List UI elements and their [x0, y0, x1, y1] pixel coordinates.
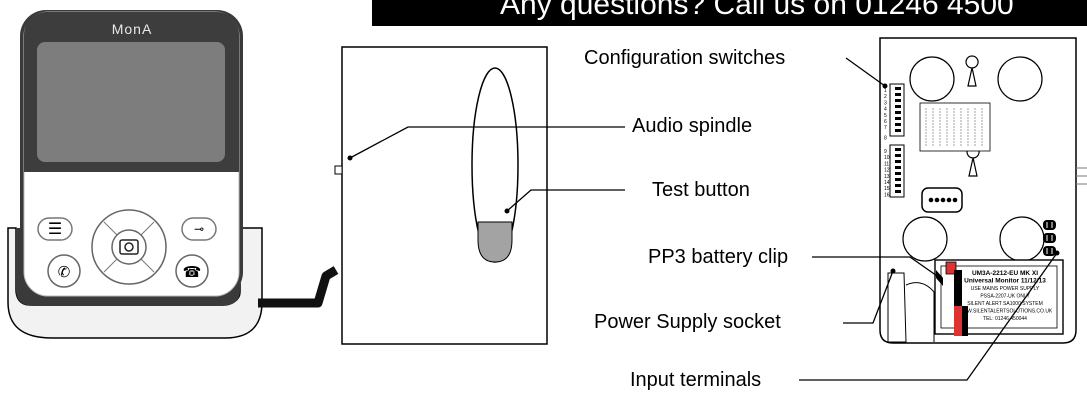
dip-switch-number: 12 — [884, 168, 890, 174]
leader-config-switches — [845, 57, 886, 87]
side-wires — [1076, 167, 1087, 185]
menu-icon: ☰ — [48, 219, 62, 238]
battery-label-line: Universal Monitor 11/12/13 — [964, 278, 1046, 285]
dip-switch-2[interactable] — [895, 93, 901, 96]
dip-switch-number: 9 — [884, 149, 887, 155]
input-terminals — [1043, 220, 1056, 256]
front-cover — [334, 46, 548, 345]
mount-hole-br — [999, 216, 1045, 262]
camera-icon — [119, 239, 139, 255]
leader-dots — [347, 83, 1060, 281]
dip-switch-number: 7 — [884, 125, 887, 131]
leader-audio-spindle — [349, 126, 625, 159]
dip-switch-4[interactable] — [895, 105, 901, 108]
dip-switch-13[interactable] — [895, 172, 901, 175]
menu-button[interactable] — [37, 217, 73, 241]
dip-switch-14[interactable] — [895, 178, 901, 181]
dip-switch-number: 5 — [884, 113, 887, 119]
dip-switch-10[interactable] — [895, 154, 901, 157]
power-socket-recess — [887, 272, 907, 343]
receiver-icon: ☎ — [183, 263, 202, 281]
dip-switch-number: 10 — [884, 155, 890, 161]
dip-switch-7[interactable] — [895, 123, 901, 126]
mount-hole-bl — [902, 216, 948, 262]
keyhole-top — [965, 55, 979, 87]
battery-label-line: UM3A-2212-EU MK XI — [972, 270, 1038, 277]
hangup-button[interactable] — [175, 254, 209, 288]
monitor-cable — [258, 266, 339, 308]
switch-legend-card — [919, 102, 991, 152]
dip-switch-number: 8 — [884, 135, 887, 141]
callout-test-button: Test button — [652, 179, 750, 201]
dip-switch-9[interactable] — [895, 148, 901, 151]
monitor-screen — [37, 42, 225, 162]
phone-icon: ✆ — [58, 263, 71, 281]
leader-test-button — [506, 189, 625, 212]
battery-label-line: USE MAINS POWER SUPPLY — [971, 286, 1040, 292]
talk-button[interactable] — [47, 254, 81, 288]
dip-switch-number: 6 — [884, 119, 887, 125]
dip-switch-number: 1 — [884, 88, 887, 94]
dip-switch-3[interactable] — [895, 99, 901, 102]
leader-power-socket — [843, 270, 894, 324]
test-button[interactable] — [477, 221, 513, 263]
dip-switch-11[interactable] — [895, 160, 901, 163]
dip-switch-number: 14 — [884, 180, 890, 186]
dip-switch-5[interactable] — [895, 111, 901, 114]
battery-label-line: SILENT ALERT SA1000 SYSTEM — [967, 301, 1043, 307]
dip-switch-number: 16 — [884, 192, 890, 198]
battery-label-line: TEL: 01246 450044 — [983, 316, 1027, 322]
key-icon: ⊸ — [194, 222, 204, 236]
dip-switch-number: 13 — [884, 174, 890, 180]
camera-button[interactable] — [111, 229, 147, 265]
cover-tab — [334, 165, 343, 175]
dip-switch-number: 2 — [884, 94, 887, 100]
dip-switch-number: 11 — [884, 161, 889, 167]
callout-battery-clip: PP3 battery clip — [648, 246, 789, 268]
mount-hole-tr — [997, 56, 1043, 102]
callout-power-socket: Power Supply socket — [594, 311, 781, 333]
battery-label-line: WWW.SILENTALERTSOLUTIONS.CO.UK — [958, 309, 1053, 315]
dip-switch-block-1[interactable] — [889, 83, 905, 137]
leader-lines — [349, 57, 1058, 381]
dip-switch-number: 3 — [884, 100, 887, 106]
video-monitor: MonA ☰ ⊸ ✆ ☎ — [7, 10, 339, 339]
callout-input-terminals: Input terminals — [630, 369, 762, 391]
mount-hole-tl — [909, 56, 955, 102]
brand-logo: MonA — [112, 21, 153, 37]
banner: Any questions? Call us on 01246 4500 — [372, 0, 1087, 26]
dip-switch-marks — [895, 87, 901, 193]
callout-config-switches: Configuration switches — [584, 47, 786, 69]
dip-switch-number: 15 — [884, 186, 890, 192]
dip-switch-8[interactable] — [895, 129, 901, 132]
callout-audio-spindle: Audio spindle — [632, 115, 753, 137]
dip-switch-12[interactable] — [895, 166, 901, 169]
dip-switch-1[interactable] — [895, 87, 901, 90]
connector-pins — [928, 197, 958, 203]
dip-switch-number: 4 — [884, 107, 887, 113]
banner-text: Any questions? Call us on 01246 4500 — [500, 0, 1014, 21]
switch-legend-text — [925, 108, 983, 146]
dip-switch-16[interactable] — [895, 190, 901, 193]
unlock-button[interactable] — [181, 217, 217, 241]
dip-switch-block-2[interactable] — [889, 144, 905, 198]
leader-input-terminals — [799, 252, 1058, 381]
battery-label-line: PSSA-2207-UK ONLY — [980, 294, 1030, 300]
dip-switch-6[interactable] — [895, 117, 901, 120]
dip-switch-15[interactable] — [895, 184, 901, 187]
leader-battery-clip — [812, 256, 941, 279]
